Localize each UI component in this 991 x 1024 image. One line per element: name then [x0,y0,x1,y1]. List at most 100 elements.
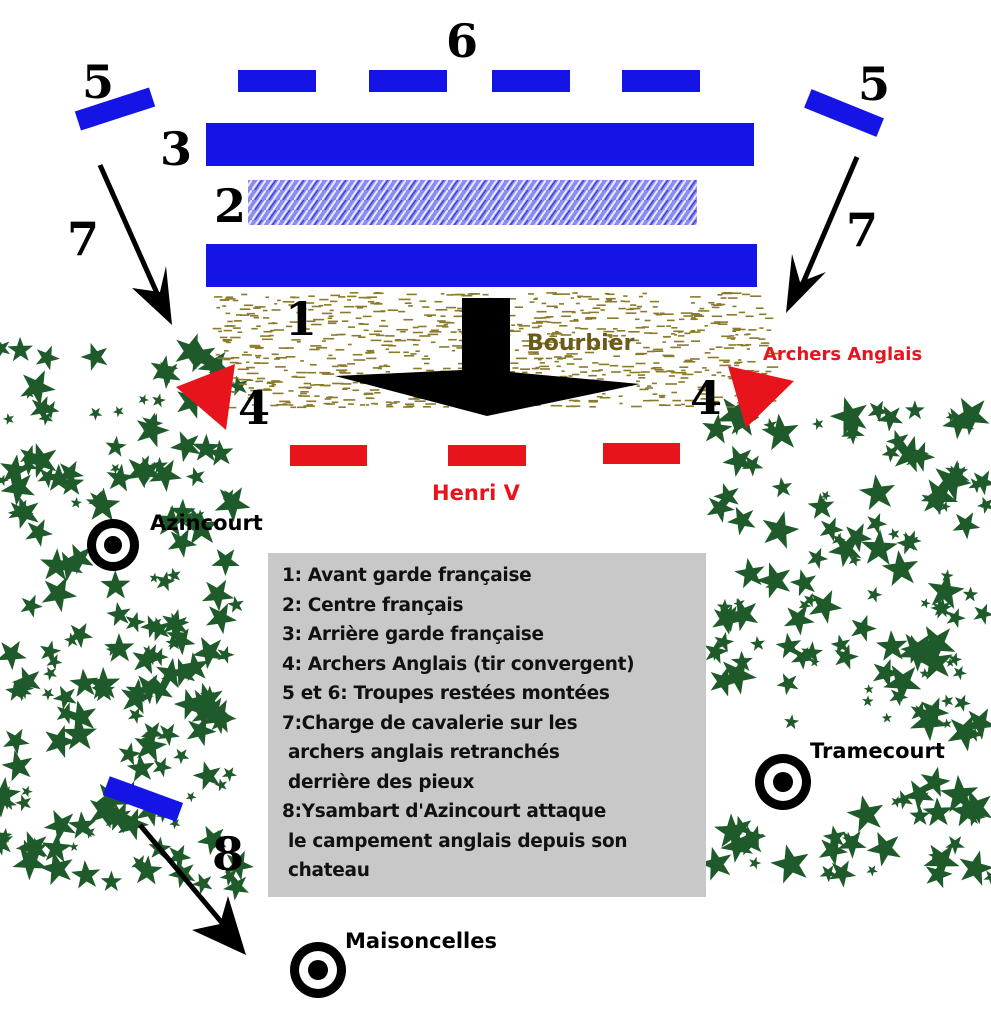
mud-mark [355,317,362,320]
tree-mark [851,615,877,642]
mud-mark [338,371,346,373]
mud-mark [326,396,338,399]
mud-mark [591,370,601,372]
mud-mark [381,344,393,346]
tree-mark [0,471,35,506]
mud-mark [507,298,517,300]
tree-mark [214,778,228,792]
mud-mark [589,406,596,408]
mud-mark [378,365,391,368]
tree-mark [821,490,831,501]
tree-mark [179,652,209,682]
mud-mark [421,358,431,360]
tree-mark [152,393,166,408]
mud-mark [339,365,348,367]
mud-mark [461,294,473,297]
mud-mark [721,303,726,306]
mud-mark [257,377,266,380]
mud-mark [389,402,398,404]
mud-mark [723,361,730,363]
mud-mark [596,304,606,306]
tree-mark [80,342,108,371]
mud-mark [440,315,446,317]
mud-mark [531,367,539,370]
tree-mark [192,761,221,791]
mud-mark [658,394,666,397]
mud-mark [651,382,657,385]
mud-mark [711,315,723,318]
mud-mark [573,318,579,321]
mud-mark [691,317,696,319]
tree-mark [889,687,909,707]
mud-mark [711,374,717,376]
mud-mark [647,385,652,387]
mud-mark [572,292,578,294]
mud-mark [626,308,634,311]
mud-mark [731,337,736,339]
mud-mark [403,406,413,408]
mud-mark [655,313,663,316]
mud-mark [716,371,722,374]
mud-mark [571,405,581,407]
mud-mark [549,341,555,343]
mud-mark [275,366,286,368]
mud-mark [679,366,689,368]
tree-mark [100,870,123,891]
mud-mark [721,335,731,338]
tree-mark [141,731,155,746]
tree-mark [0,341,11,357]
legend-item-5-6: 5 et 6: Troupes restées montées [282,683,610,704]
mud-mark [694,371,702,373]
tree-mark [175,333,211,370]
mud-mark [630,304,637,306]
tree-mark [150,355,179,384]
mud-mark [222,338,232,341]
tree-mark [43,810,76,843]
mud-mark [239,308,251,310]
mud-mark [612,328,618,330]
tree-mark [39,851,73,886]
mud-mark [579,327,589,330]
tree-mark [165,634,182,651]
mud-mark [556,365,561,368]
mud-mark [347,295,357,298]
tree-mark [201,579,235,612]
mud-mark [638,295,643,298]
tree-mark [138,394,149,406]
tree-mark [940,569,954,583]
mud-mark [443,406,449,408]
tree-mark [89,793,124,829]
mud-mark [373,310,385,313]
mud-mark [255,356,261,359]
tree-mark [709,650,721,661]
mud-mark [563,347,575,349]
mud-mark [275,357,288,359]
french-mounted-troops-6 [238,70,700,92]
tree-mark [904,400,925,420]
mud-mark [322,340,326,342]
tree-mark [897,633,938,672]
forest-right [698,397,991,889]
tree-mark [941,718,952,729]
mud-mark [328,315,334,317]
mud-mark [250,389,262,392]
mud-mark [424,314,437,316]
mud-mark [539,362,545,364]
mud-mark [261,338,273,341]
label-3: 3 [160,122,192,176]
mud-mark [586,339,593,341]
label-1: 1 [285,292,317,346]
tree-mark [819,865,838,883]
mud-mark [445,306,457,309]
tree-mark [211,549,240,577]
mud-mark [435,309,448,311]
tree-mark [167,528,197,558]
tree-mark [183,507,205,530]
mud-mark [365,397,373,399]
tree-mark [928,849,941,862]
mud-mark [624,300,631,303]
tree-mark [2,413,14,425]
mud-mark [718,321,729,323]
mud-mark [596,378,604,380]
